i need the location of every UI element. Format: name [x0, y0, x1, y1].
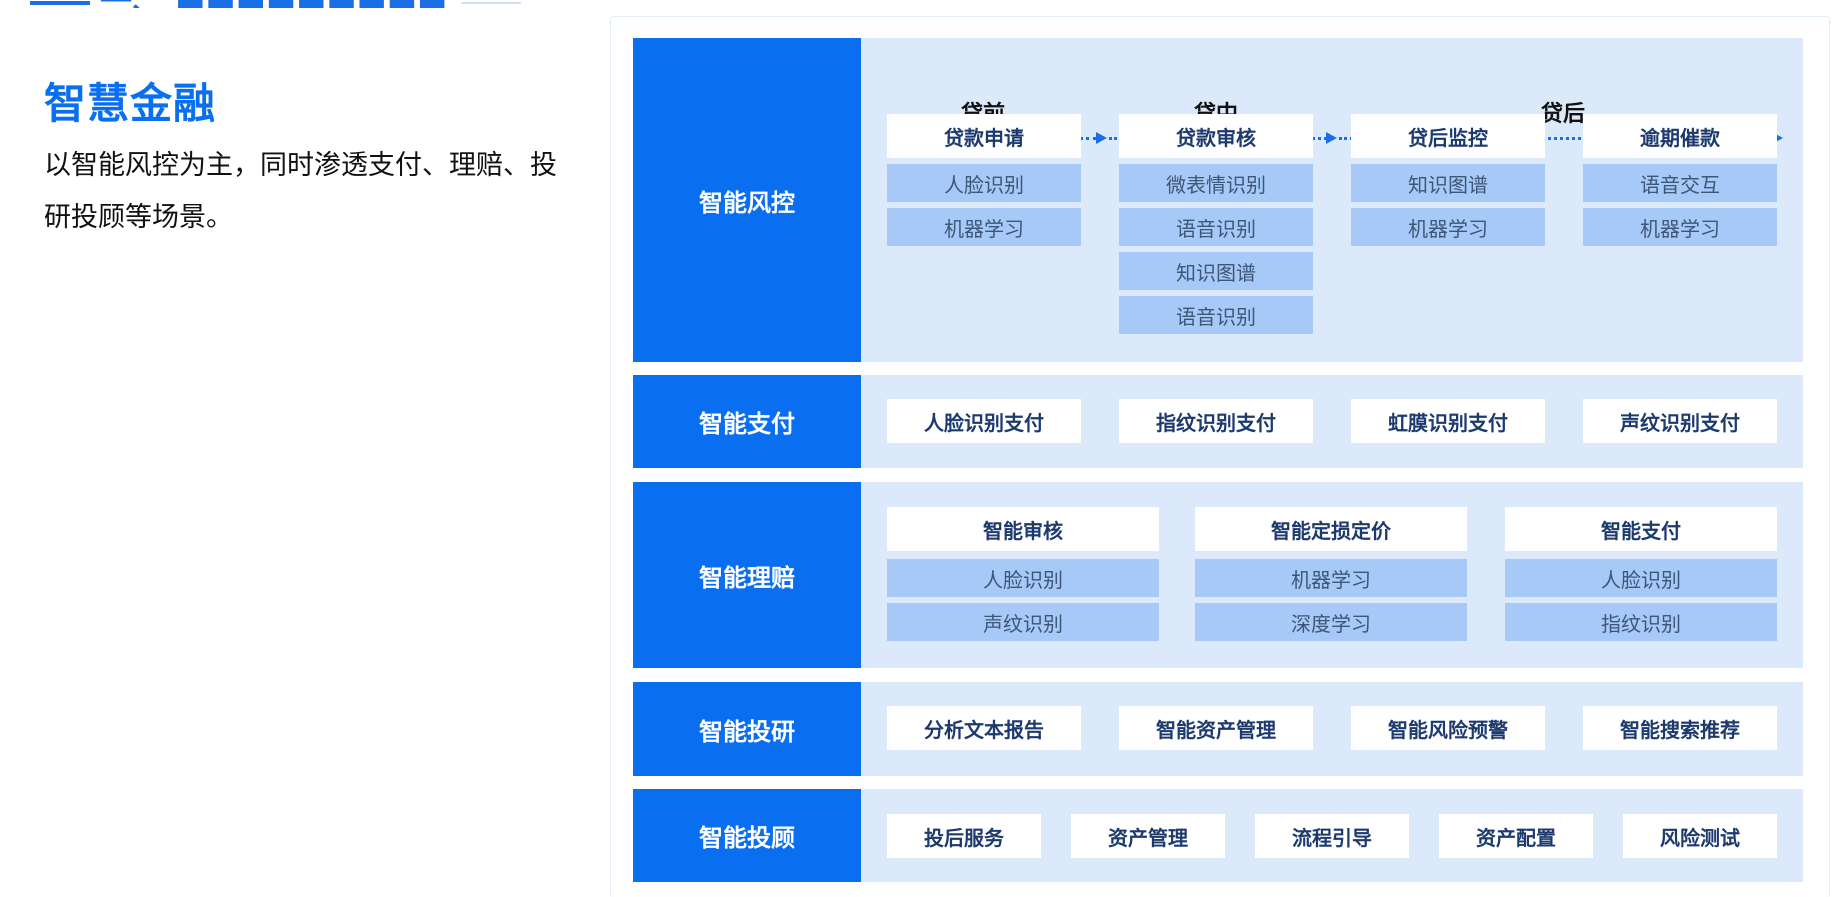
risk-col4-item: 语音交互: [1583, 164, 1777, 202]
row-label-risk-control: 智能风控: [633, 38, 861, 362]
payment-item: 声纹识别支付: [1583, 399, 1777, 443]
payment-item: 指纹识别支付: [1119, 399, 1313, 443]
claims-col-item: 声纹识别: [887, 603, 1159, 641]
heading-decoration: [30, 1, 90, 5]
row-body-risk-control: 贷前 贷中 贷后 贷款申请 人脸识别 机器学习 贷款审核 微表情识别 语音识别 …: [861, 38, 1803, 362]
risk-col-loan-review: 贷款审核: [1119, 114, 1313, 158]
claims-col-head: 智能支付: [1505, 507, 1777, 551]
row-smart-research: 智能投研 分析文本报告 智能资产管理 智能风险预警 智能搜索推荐: [633, 682, 1803, 776]
row-label-smart-research: 智能投研: [633, 682, 861, 776]
risk-col-overdue-collection: 逾期催款: [1583, 114, 1777, 158]
claims-col-item: 人脸识别: [887, 559, 1159, 597]
risk-col1-item: 机器学习: [887, 208, 1081, 246]
payment-item: 虹膜识别支付: [1351, 399, 1545, 443]
risk-col3-item: 知识图谱: [1351, 164, 1545, 202]
phase-post-loan: 贷后: [1541, 102, 1586, 127]
row-body-smart-advisory: 投后服务 资产管理 流程引导 资产配置 风险测试: [861, 789, 1803, 882]
page-description: 以智能风控为主，同时渗透支付、理赔、投研投顾等场景。: [44, 150, 557, 233]
claims-col-head: 智能定损定价: [1195, 507, 1467, 551]
section-heading-text: 一、 ■■■■■■■■■: [100, 0, 447, 8]
timeline-arrowhead-1: [1096, 132, 1107, 144]
risk-col-post-loan-monitoring: 贷后监控: [1351, 114, 1545, 158]
heading-decoration-right: [461, 2, 522, 4]
risk-col-loan-application: 贷款申请: [887, 114, 1081, 158]
claims-col-item: 指纹识别: [1505, 603, 1777, 641]
row-label-smart-advisory: 智能投顾: [633, 789, 861, 882]
risk-col2-item: 语音识别: [1119, 296, 1313, 334]
claims-col-item: 深度学习: [1195, 603, 1467, 641]
advisory-item: 风险测试: [1623, 814, 1777, 858]
claims-col-item: 机器学习: [1195, 559, 1467, 597]
row-label-smart-payment: 智能支付: [633, 375, 861, 468]
advisory-item: 流程引导: [1255, 814, 1409, 858]
risk-col2-item: 语音识别: [1119, 208, 1313, 246]
research-item: 智能搜索推荐: [1583, 706, 1777, 750]
row-risk-control: 智能风控 贷前 贷中 贷后 贷款申请 人脸识别 机器学习 贷款审核 微表情识别 …: [633, 38, 1803, 362]
research-item: 分析文本报告: [887, 706, 1081, 750]
claims-col-item: 人脸识别: [1505, 559, 1777, 597]
research-item: 智能风险预警: [1351, 706, 1545, 750]
row-label-smart-claims: 智能理赔: [633, 482, 861, 668]
claims-col-head: 智能审核: [887, 507, 1159, 551]
advisory-item: 资产配置: [1439, 814, 1593, 858]
risk-col3-item: 机器学习: [1351, 208, 1545, 246]
risk-col4-item: 机器学习: [1583, 208, 1777, 246]
row-body-smart-claims: 智能审核 人脸识别 声纹识别 智能定损定价 机器学习 深度学习 智能支付 人脸识…: [861, 482, 1803, 668]
section-heading: 一、 ■■■■■■■■■: [0, 0, 560, 8]
timeline-arrow-3: [1339, 137, 1773, 140]
risk-col1-item: 人脸识别: [887, 164, 1081, 202]
timeline-arrowhead-3: [1772, 132, 1783, 144]
row-smart-payment: 智能支付 人脸识别支付 指纹识别支付 虹膜识别支付 声纹识别支付: [633, 375, 1803, 468]
row-body-smart-research: 分析文本报告 智能资产管理 智能风险预警 智能搜索推荐: [861, 682, 1803, 776]
risk-col2-item: 知识图谱: [1119, 252, 1313, 290]
advisory-item: 资产管理: [1071, 814, 1225, 858]
row-body-smart-payment: 人脸识别支付 指纹识别支付 虹膜识别支付 声纹识别支付: [861, 375, 1803, 468]
payment-item: 人脸识别支付: [887, 399, 1081, 443]
advisory-item: 投后服务: [887, 814, 1041, 858]
risk-col2-item: 微表情识别: [1119, 164, 1313, 202]
row-smart-advisory: 智能投顾 投后服务 资产管理 流程引导 资产配置 风险测试: [633, 789, 1803, 882]
row-smart-claims: 智能理赔 智能审核 人脸识别 声纹识别 智能定损定价 机器学习 深度学习 智能支…: [633, 482, 1803, 668]
page-title: 智慧金融: [44, 79, 217, 128]
research-item: 智能资产管理: [1119, 706, 1313, 750]
timeline-arrowhead-2: [1326, 132, 1337, 144]
